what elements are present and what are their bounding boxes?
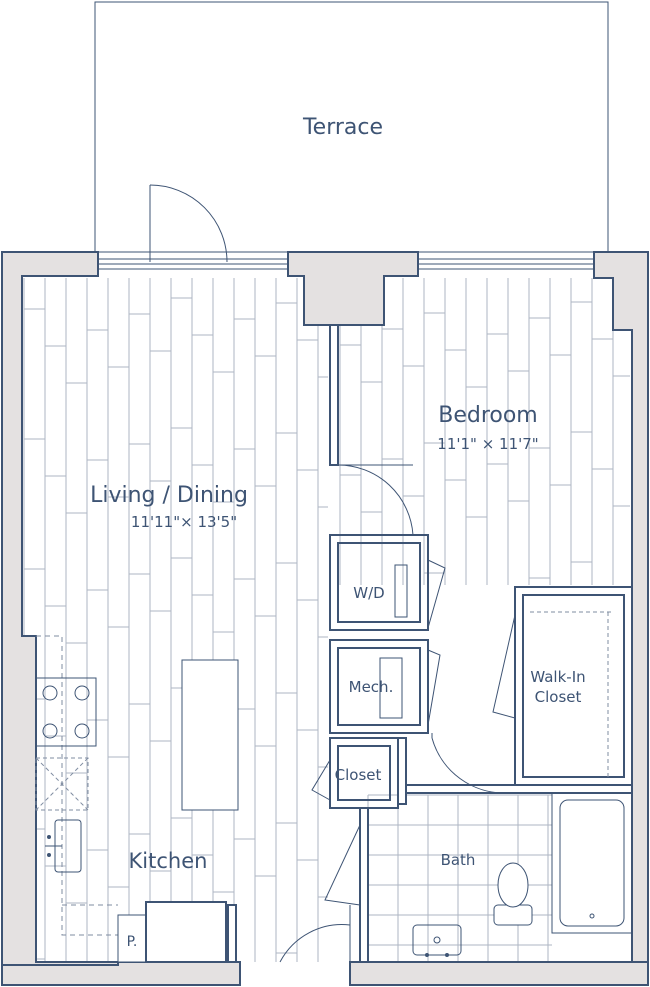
bathtub-icon [551, 792, 633, 934]
living-dining-dims: 11'11"× 13'5" [131, 513, 237, 531]
sink-icon [45, 819, 82, 873]
bedroom-label: Bedroom [438, 403, 538, 428]
bedroom-floor-planks [339, 278, 630, 585]
door-swing-icon [149, 184, 516, 963]
pantry-label: P. [127, 934, 138, 950]
closet-label: Closet [335, 766, 382, 784]
interior-walls [227, 324, 633, 963]
toilet-icon [493, 862, 533, 926]
walk-in-closet-label-line2: Closet [535, 688, 582, 706]
exterior-walls [1, 251, 649, 986]
refrigerator-icon [145, 901, 227, 963]
kitchen-counter [36, 635, 118, 936]
washer-dryer-unit [394, 564, 408, 618]
pantry-box [117, 914, 147, 963]
mechanical-unit [379, 657, 403, 719]
bath-sink-icon [412, 924, 462, 957]
living-floor-planks [23, 278, 328, 962]
bath-label: Bath [441, 851, 476, 869]
bedroom-dims: 11'1" × 11'7" [437, 435, 538, 453]
kitchen-island [181, 659, 239, 811]
kitchen-label: Kitchen [129, 849, 208, 873]
terrace-label: Terrace [302, 115, 383, 140]
cooktop-icon [35, 677, 97, 747]
dishwasher-icon [35, 757, 89, 811]
bath-floor-tiles [367, 794, 552, 962]
living-dining-label: Living / Dining [90, 483, 248, 508]
mechanical-label: Mech. [349, 678, 394, 696]
washer-dryer-label: W/D [353, 584, 384, 602]
window-icon [98, 258, 594, 270]
walk-in-closet-label-line1: Walk-In [530, 668, 585, 686]
